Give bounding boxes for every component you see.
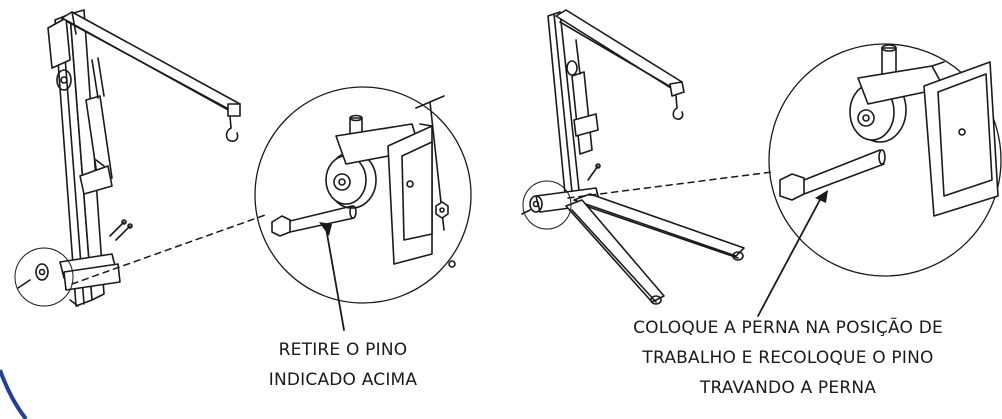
detail-marker-right xyxy=(522,180,572,230)
caption-right-line-2: TRABALHO E RECOLOQUE O PINO xyxy=(642,348,934,368)
leader-line-right xyxy=(567,171,773,199)
page-border-arc xyxy=(0,369,28,419)
caption-left-line-1: RETIRE O PINO xyxy=(278,340,408,360)
detail-marker-left xyxy=(14,247,74,307)
leader-line-left xyxy=(71,213,269,285)
pointer-arrow-left xyxy=(319,222,345,331)
magnified-view-left xyxy=(254,86,472,304)
caption-right-line-1: COLOQUE A PERNA NA POSIÇÃO DE xyxy=(633,318,943,338)
caption-right: COLOQUE A PERNA NA POSIÇÃO DE TRABALHO E… xyxy=(588,313,988,403)
caption-right-line-3: TRAVANDO A PERNA xyxy=(699,378,877,398)
folded-crane-illustration xyxy=(17,9,241,307)
working-crane-illustration xyxy=(521,9,745,305)
pointer-arrow-right xyxy=(757,190,828,317)
caption-left-line-2: INDICADO ACIMA xyxy=(268,370,418,390)
caption-left: RETIRE O PINO INDICADO ACIMA xyxy=(238,335,448,395)
magnified-view-right xyxy=(768,43,1002,277)
